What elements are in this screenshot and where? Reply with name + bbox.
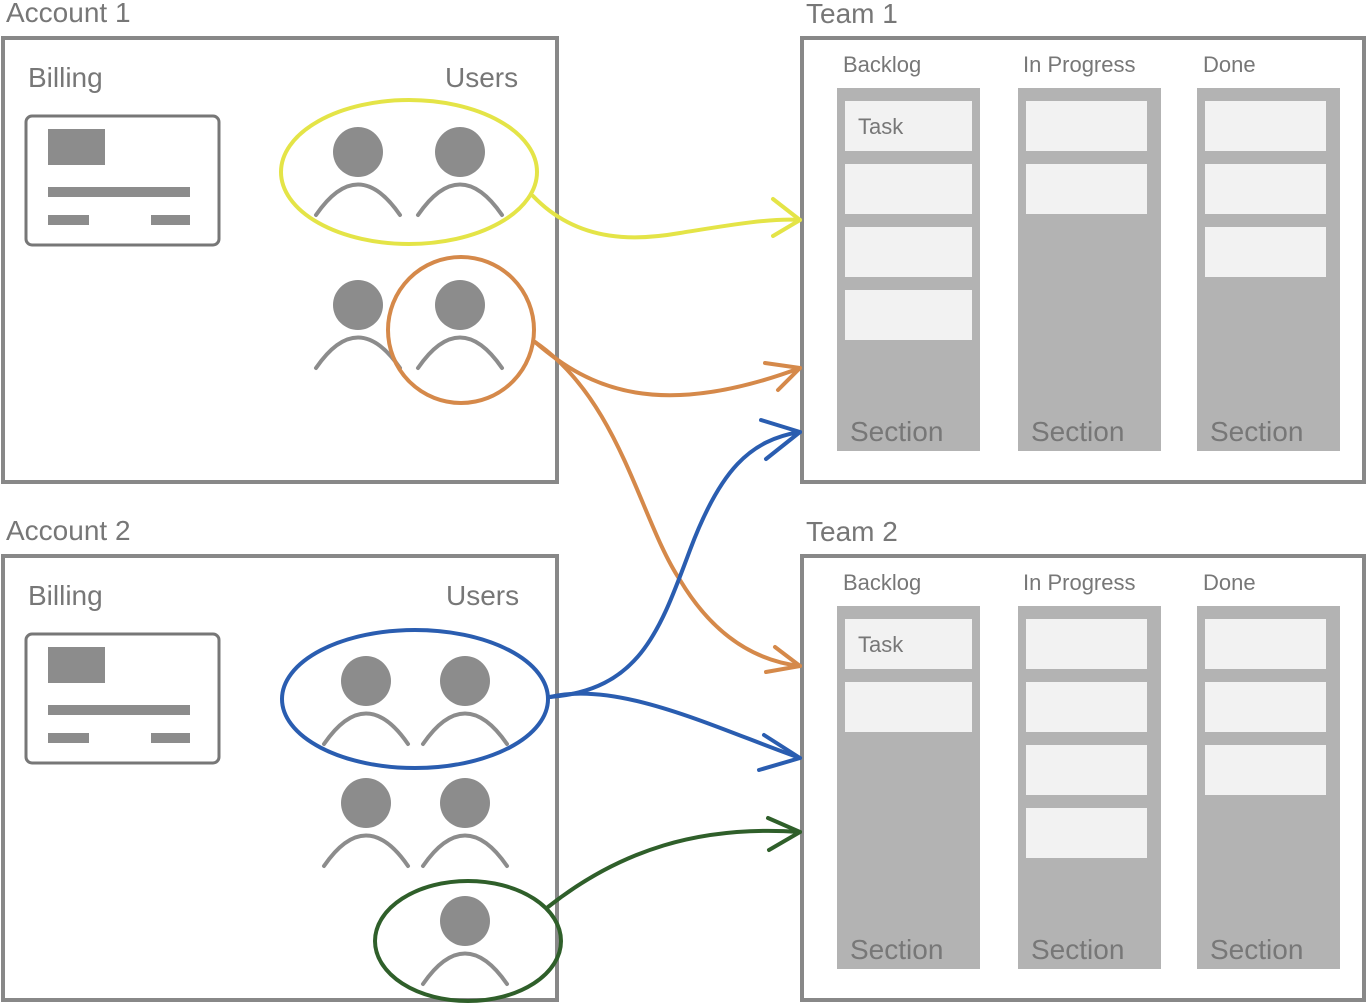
green-arrow: [546, 816, 802, 909]
task-card[interactable]: [1026, 808, 1147, 858]
credit-card-icon: [24, 632, 221, 765]
credit-card-icon: [24, 114, 221, 247]
task-card[interactable]: [845, 682, 972, 732]
user-groups: [279, 98, 563, 1003]
yellow-arrow: [531, 194, 802, 240]
task-card[interactable]: [845, 290, 972, 340]
column-header: In Progress: [1023, 570, 1136, 595]
team-1-box: [800, 36, 1366, 484]
column-header: Done: [1203, 570, 1256, 595]
task-card[interactable]: [845, 101, 972, 151]
account-1-users-label: Users: [445, 62, 518, 93]
user-icon: [421, 656, 509, 746]
yellow-user-group: [279, 98, 539, 246]
column-footer: Section: [850, 934, 943, 965]
user-icon: [314, 127, 402, 217]
account-1-billing-label: Billing: [28, 62, 103, 93]
account-2-box: [1, 554, 559, 1002]
task-card-label: Task: [858, 114, 904, 139]
account-2-title: Account 2: [6, 515, 131, 546]
team-2-box: [800, 554, 1366, 1002]
account-2: Account 2 Billing Users: [1, 515, 559, 1002]
task-card[interactable]: [1205, 227, 1326, 277]
user-icon: [416, 127, 504, 217]
blue-user-group: [280, 628, 550, 770]
column-footer: Section: [1031, 934, 1124, 965]
column-header: In Progress: [1023, 52, 1136, 77]
account-1: Account 1 Billing Users: [1, 0, 559, 484]
task-card[interactable]: [845, 164, 972, 214]
task-card[interactable]: [845, 619, 972, 669]
user-icon: [322, 778, 410, 868]
task-card[interactable]: [1026, 745, 1147, 795]
column-footer: Section: [1031, 416, 1124, 447]
team-2-title: Team 2: [806, 516, 898, 547]
account-1-box: [1, 36, 559, 484]
column-header: Done: [1203, 52, 1256, 77]
green-user-group: [373, 879, 563, 1003]
account-2-users-label: Users: [446, 580, 519, 611]
user-icon: [322, 656, 410, 746]
user-icon: [421, 778, 509, 868]
account-2-billing-label: Billing: [28, 580, 103, 611]
column-header: Backlog: [843, 52, 921, 77]
user-icon: [416, 280, 504, 370]
blue-arrow-team-1: [548, 418, 802, 699]
task-card[interactable]: [1026, 101, 1147, 151]
task-card[interactable]: [1205, 745, 1326, 795]
user-icon: [421, 896, 509, 986]
column-footer: Section: [850, 416, 943, 447]
task-card-label: Task: [858, 632, 904, 657]
team-1-title: Team 1: [806, 0, 898, 29]
task-card[interactable]: [1205, 682, 1326, 732]
task-card[interactable]: [1026, 682, 1147, 732]
user-icons: [314, 127, 509, 986]
task-card[interactable]: [1205, 619, 1326, 669]
task-card[interactable]: [1205, 101, 1326, 151]
user-icon: [314, 280, 402, 370]
column-footer: Section: [1210, 934, 1303, 965]
orange-arrow-team-1: [533, 340, 802, 398]
orange-user-group: [386, 255, 536, 405]
task-card[interactable]: [1026, 164, 1147, 214]
task-card[interactable]: [1026, 619, 1147, 669]
account-1-title: Account 1: [6, 0, 131, 28]
connectors: [531, 194, 802, 909]
blue-arrow-team-2: [548, 691, 802, 772]
column-header: Backlog: [843, 570, 921, 595]
column-footer: Section: [1210, 416, 1303, 447]
task-card[interactable]: [845, 227, 972, 277]
task-card[interactable]: [1205, 164, 1326, 214]
orange-arrow-team-2: [533, 340, 802, 674]
